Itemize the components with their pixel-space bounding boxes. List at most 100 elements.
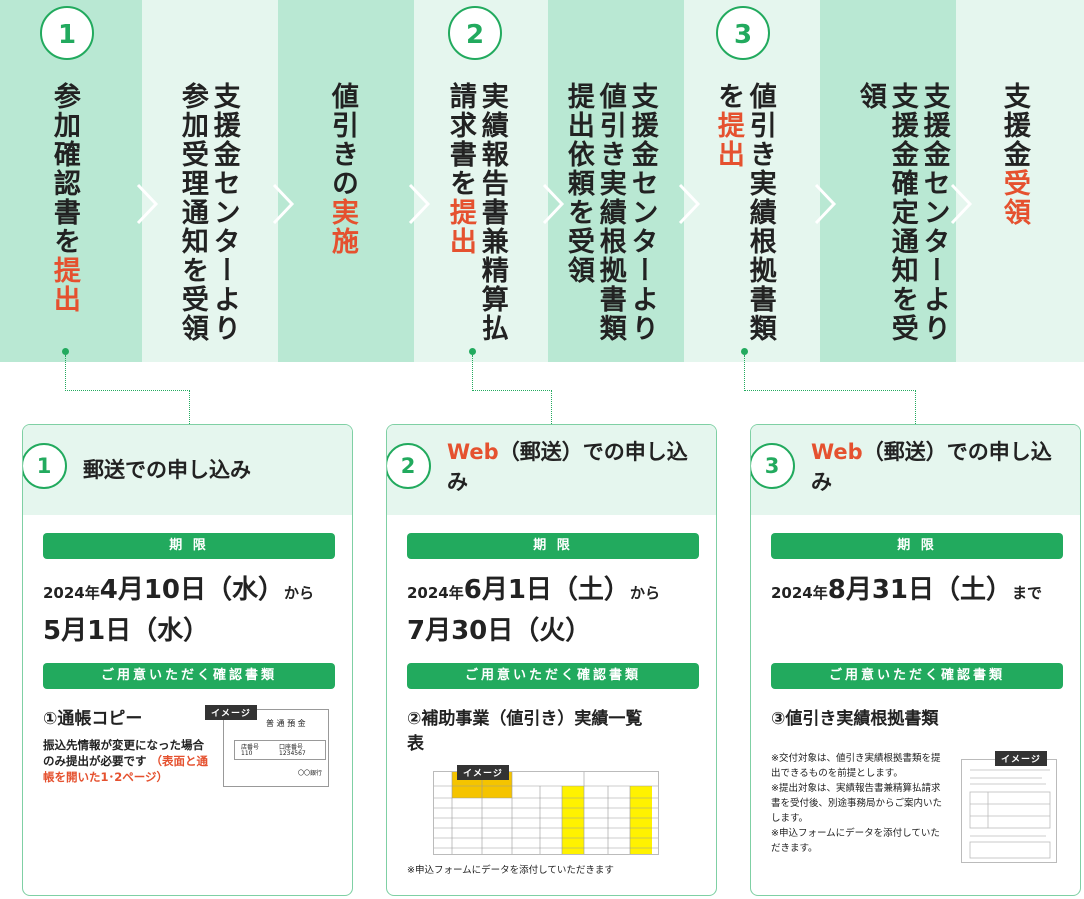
step-3-panel: 値引きの実施 xyxy=(278,0,414,362)
step-4-text: 実績報告書兼精算払請求書を提出 xyxy=(444,82,508,362)
note-item: ※交付対象は、値引き実績根拠書類を提出できるものを前提とします。 xyxy=(771,753,941,779)
document-notes: ※交付対象は、値引き実績根拠書類を提出できるものを前提とします。 ※提出対象は、… xyxy=(771,751,943,856)
thumb-cell: 110 xyxy=(241,750,253,757)
step-highlight-text: 受領 xyxy=(998,169,1030,227)
card-number-badge: 3 xyxy=(751,443,795,489)
step-text-part: 値引きの xyxy=(326,82,358,198)
step-badge-3: 3 xyxy=(716,6,770,60)
card-web-application-3: 3 Web（郵送）での申し込み 期 限 2024年8月31日（土）まで ご用意い… xyxy=(750,424,1081,896)
connector-line xyxy=(472,355,473,391)
card-number-badge: 1 xyxy=(23,443,67,489)
period-text: 2024年8月31日（土）まで xyxy=(771,571,1042,612)
note-item: ※提出対象は、実績報告書兼精算払請求書を受付後、別途事務局からご案内いたします。 xyxy=(771,783,943,824)
period-line-2: 5月1日（水） xyxy=(43,612,314,653)
thumb-bank-name: 〇〇銀行 xyxy=(297,770,322,777)
step-highlight-text: 提出 xyxy=(712,111,744,169)
period-text-part: から xyxy=(629,584,660,602)
period-text-part: まで xyxy=(1012,584,1043,602)
step-1-text: 参加確認書を提出 xyxy=(48,82,80,314)
period-text-part: 2024年 xyxy=(43,584,100,602)
step-8-panel: 支援金受領 xyxy=(956,0,1084,362)
step-text-part: 値引き実績根拠書類を xyxy=(712,82,776,343)
document-note: 振込先情報が変更になった場合のみ提出が必要です （表面と通帳を開いた1･2ページ… xyxy=(43,737,208,785)
step-text-part: 支援金 xyxy=(998,82,1030,169)
step-badge-2: 2 xyxy=(448,6,502,60)
period-line-1: 2024年8月31日（土）まで xyxy=(771,571,1042,612)
connector-line xyxy=(65,390,190,391)
step-8-text: 支援金受領 xyxy=(998,82,1030,227)
connector-line xyxy=(744,355,745,391)
step-6-panel: 値引き実績根拠書類を提出 xyxy=(684,0,820,362)
period-text-part: から xyxy=(284,584,315,602)
step-2-text: 支援金センターより参加受理通知を受領 xyxy=(176,82,240,362)
document-title: ②補助事業（値引き）実績一覧表 xyxy=(407,709,643,754)
step-6-text: 値引き実績根拠書類を提出 xyxy=(712,82,776,362)
period-text-part: 2024年 xyxy=(407,584,464,602)
step-text-part: 支援金センターより値引き実績根拠書類提出依頼を受領 xyxy=(562,82,658,343)
step-5-panel: 支援金センターより値引き実績根拠書類提出依頼を受領 xyxy=(548,0,684,362)
period-date: 4月10日（水） xyxy=(99,575,285,605)
card-header xyxy=(387,425,716,515)
card-title-text: （郵送）での申し込み xyxy=(447,440,688,494)
step-4-panel: 実績報告書兼精算払請求書を提出 xyxy=(414,0,548,362)
card-web-application-2: 2 Web（郵送）での申し込み 期 限 2024年6月1日（土）から 7月30日… xyxy=(386,424,717,896)
period-date: 7月30日（火） xyxy=(407,616,592,646)
card-title-text: （郵送）での申し込み xyxy=(811,440,1052,494)
documents-label: ご用意いただく確認書類 xyxy=(771,663,1063,689)
document-lines xyxy=(969,769,1051,859)
thumb-table: 店番号 口座番号 110 1234567 xyxy=(234,740,326,760)
connector-dot-3 xyxy=(741,348,748,355)
step-2-panel: 支援金センターより参加受理通知を受領 xyxy=(142,0,278,362)
step-text-part: 実績報告書兼精算払請求書を xyxy=(444,82,508,343)
card-title: 郵送での申し込み xyxy=(83,455,251,485)
connector-line xyxy=(915,390,916,424)
card-title-text: 郵送での申し込み xyxy=(83,458,251,482)
card-header xyxy=(23,425,352,515)
deadline-label: 期 限 xyxy=(43,533,335,559)
thumb-title: 普 通 預 金 xyxy=(266,719,306,728)
step-5-text: 支援金センターより値引き実績根拠書類提出依頼を受領 xyxy=(562,82,658,362)
card-mail-application: 1 郵送での申し込み 期 限 2024年4月10日（水）から 5月1日（水） ご… xyxy=(22,424,353,896)
document-title: ①通帳コピー xyxy=(43,709,143,729)
period-text: 2024年4月10日（水）から 5月1日（水） xyxy=(43,571,314,653)
period-date: 8月31日（土） xyxy=(827,575,1013,605)
period-line-1: 2024年6月1日（土）から xyxy=(407,571,660,612)
step-7-text: 支援金センターより支援金確定通知を受領 xyxy=(854,82,950,362)
thumb-cell: 店番号 xyxy=(241,744,260,751)
footnote: ※申込フォームにデータを添付していただきます xyxy=(407,865,614,876)
thumb-cell: 口座番号 xyxy=(279,744,304,751)
step-highlight-text: 実施 xyxy=(326,198,358,256)
connector-line xyxy=(551,390,552,424)
step-highlight-text: 提出 xyxy=(444,198,476,256)
step-text-part: 支援金センターより支援金確定通知を受領 xyxy=(854,82,950,343)
connector-line xyxy=(744,390,916,391)
period-line-2: 7月30日（火） xyxy=(407,612,660,653)
connector-line xyxy=(472,390,552,391)
card-title-web: Web xyxy=(811,440,863,464)
document-note-text: 振込先情報が変更になった場合のみ提出が必要です xyxy=(43,738,204,768)
card-title-web: Web xyxy=(447,440,499,464)
image-label: イメージ xyxy=(205,705,257,720)
connector-dot-2 xyxy=(469,348,476,355)
period-line-1: 2024年4月10日（水）から xyxy=(43,571,314,612)
spreadsheet-grid xyxy=(434,772,658,854)
connector-dot-1 xyxy=(62,348,69,355)
period-date: 6月1日（土） xyxy=(463,575,630,605)
card-title: Web（郵送）での申し込み xyxy=(811,437,1061,497)
image-label: イメージ xyxy=(995,751,1047,766)
card-title: Web（郵送）での申し込み xyxy=(447,437,697,497)
spreadsheet-thumbnail xyxy=(433,771,659,855)
card-header xyxy=(751,425,1080,515)
period-date: 5月1日（水） xyxy=(43,616,210,646)
evidence-document-thumbnail xyxy=(961,759,1057,863)
thumb-cell: 1234567 xyxy=(279,750,306,757)
step-text-part: 参加確認書を xyxy=(48,82,80,256)
connector-line xyxy=(189,390,190,424)
period-text-part: 2024年 xyxy=(771,584,828,602)
document-title: ③値引き実績根拠書類 xyxy=(771,709,939,729)
step-badge-1: 1 xyxy=(40,6,94,60)
passbook-thumbnail: 普 通 預 金 店番号 口座番号 110 1234567 〇〇銀行 xyxy=(223,709,329,787)
step-7-panel: 支援金センターより支援金確定通知を受領 xyxy=(820,0,956,362)
image-label: イメージ xyxy=(457,765,509,780)
flow-chart: 参加確認書を提出 支援金センターより参加受理通知を受領 値引きの実施 実績報告書… xyxy=(0,0,1084,362)
